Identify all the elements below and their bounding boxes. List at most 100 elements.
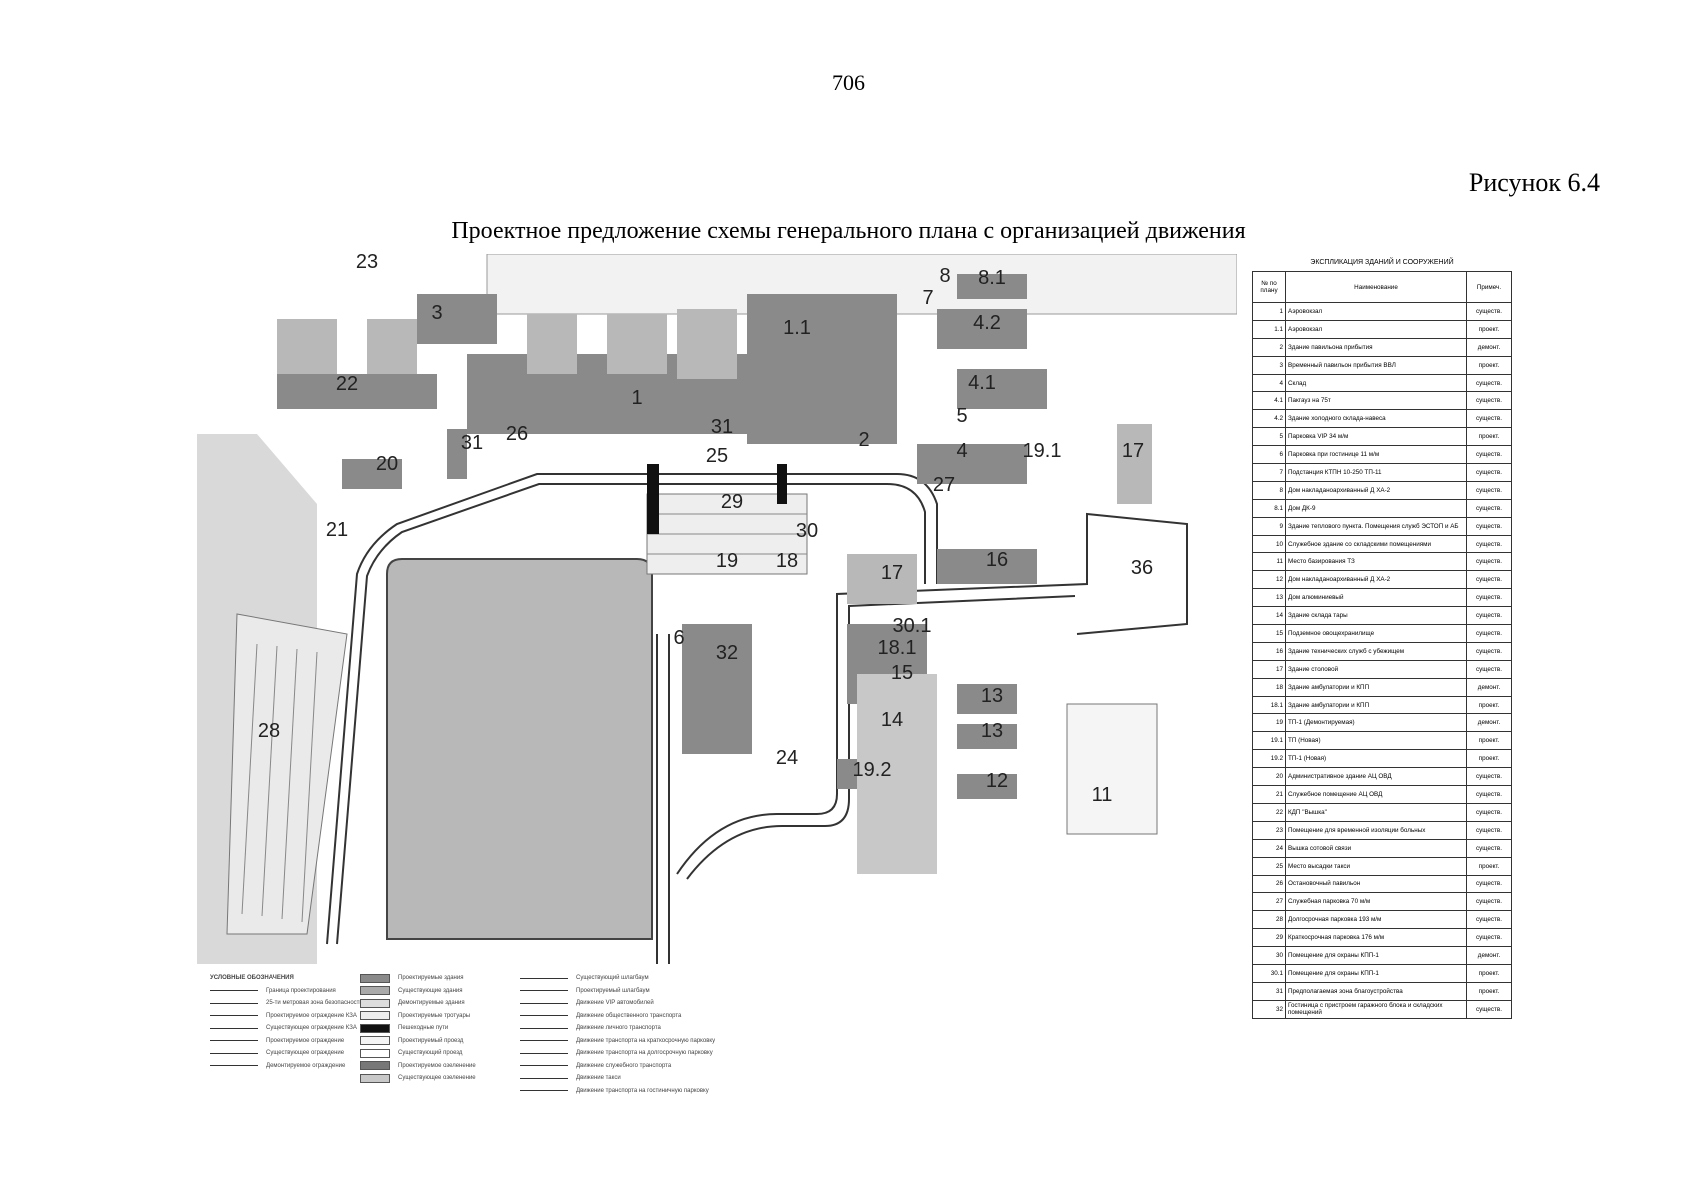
legend-item: Существующие здания: [360, 985, 476, 998]
row-note: существ.: [1466, 767, 1512, 787]
legend-symbol: [520, 977, 568, 979]
row-note: существ.: [1466, 641, 1512, 661]
row-note: проект.: [1466, 963, 1512, 983]
plan-building-label: 27: [933, 474, 955, 496]
legend-item: Движение такси: [520, 1072, 715, 1085]
legend-label: Проектируемое ограждение КЗА: [266, 1012, 357, 1019]
plan-building-label: 2: [858, 429, 869, 451]
row-note: существ.: [1466, 606, 1512, 626]
legend-label: Демонтируемое ограждение: [266, 1062, 346, 1069]
plan-building-label: 18: [776, 550, 798, 572]
legend-item: Движение личного транспорта: [520, 1022, 715, 1035]
row-number: 32: [1252, 999, 1286, 1019]
row-name: Административное здание АЦ ОВД: [1285, 767, 1467, 787]
legend-label: Проектируемый проезд: [398, 1037, 464, 1044]
row-name: Здание столовой: [1285, 659, 1467, 679]
figure-label: Рисунок 6.4: [1468, 168, 1600, 197]
legend-symbol: [520, 1027, 568, 1029]
row-number: 27: [1252, 892, 1286, 912]
legend-item: Существующее ограждение КЗА: [210, 1022, 363, 1035]
row-note: проект.: [1466, 355, 1512, 375]
plan-building-label: 15: [891, 662, 913, 684]
legend-item: Движение транспорта на долгосрочную парк…: [520, 1047, 715, 1060]
row-note: демонт.: [1466, 337, 1512, 357]
row-name: Здание павильона прибытия: [1285, 337, 1467, 357]
legend-symbol: [360, 998, 390, 1008]
row-number: 19.1: [1252, 731, 1286, 751]
row-number: 15: [1252, 624, 1286, 643]
legend-symbol: [360, 986, 390, 996]
plan-building-label: 25: [706, 445, 728, 467]
row-name: Подземное овощехранилище: [1285, 624, 1467, 643]
row-name: Подстанция КТПН 10-250 ТП-11: [1285, 463, 1467, 482]
legend-label: Существующее ограждение КЗА: [266, 1025, 357, 1031]
row-note: существ.: [1466, 659, 1512, 679]
legend-item: Проектируемые тротуары: [360, 1010, 476, 1023]
row-name: Служебная парковка 70 м/м: [1285, 892, 1467, 912]
legend-symbol: [210, 1027, 258, 1029]
row-number: 5: [1252, 427, 1286, 447]
plan-building-label: 28: [258, 720, 280, 742]
plan-building-label: 8.1: [978, 267, 1006, 289]
row-name: Аэровокзал: [1285, 319, 1467, 339]
row-number: 19.2: [1252, 749, 1286, 769]
legend-label: Существующее озеленение: [398, 1075, 476, 1081]
legend-symbol: [210, 990, 258, 992]
row-name: Здание амбулатории и КПП: [1285, 677, 1467, 697]
legend-item: Существующий шлагбаум: [520, 972, 715, 985]
col-header-name: Наименование: [1285, 271, 1467, 303]
plan-building-label: 1: [631, 387, 642, 409]
row-name: Аэровокзал: [1285, 302, 1467, 321]
row-number: 22: [1252, 802, 1286, 822]
row-note: существ.: [1466, 302, 1512, 321]
row-note: проект.: [1466, 695, 1512, 715]
plan-building-label: 24: [776, 747, 798, 769]
row-name: Служебное здание со складскими помещения…: [1285, 534, 1467, 554]
legend-symbol: [210, 1015, 258, 1017]
row-name: Здание амбулатории и КПП: [1285, 695, 1467, 715]
legend-col-lines: УСЛОВНЫЕ ОБОЗНАЧЕНИЯ Граница проектирова…: [210, 972, 363, 1072]
row-note: демонт.: [1466, 713, 1512, 733]
row-name: Парковка VIP 34 м/м: [1285, 427, 1467, 447]
row-note: проект.: [1466, 981, 1512, 1001]
legend-label: Существующее ограждение: [266, 1050, 345, 1056]
row-name: Помещение для охраны КПП-1: [1285, 946, 1467, 965]
row-note: существ.: [1466, 928, 1512, 948]
col-header-note: Примеч.: [1466, 271, 1512, 303]
row-name: Здание теплового пункта. Помещения служб…: [1285, 516, 1467, 536]
legend-label: Движение VIP автомобилей: [576, 1000, 654, 1006]
row-note: существ.: [1466, 391, 1512, 411]
row-note: существ.: [1466, 445, 1512, 465]
legend-symbol: [520, 990, 568, 992]
row-number: 23: [1252, 820, 1286, 840]
row-name: Место высадки такси: [1285, 856, 1467, 876]
row-note: демонт.: [1466, 677, 1512, 697]
row-name: ТП (Новая): [1285, 731, 1467, 751]
row-name: Место базирования ТЗ: [1285, 552, 1467, 572]
legend-label: Движение транспорта на долгосрочную парк…: [576, 1050, 713, 1056]
row-name: Дом ДК-9: [1285, 498, 1467, 518]
legend-symbol: [520, 1077, 568, 1079]
row-note: существ.: [1466, 498, 1512, 518]
legend-symbol: [210, 1002, 258, 1004]
row-note: существ.: [1466, 373, 1512, 393]
row-name: Вышка сотовой связи: [1285, 838, 1467, 858]
row-number: 4: [1252, 373, 1286, 393]
legend-label: Движение общественного транспорта: [576, 1012, 682, 1019]
